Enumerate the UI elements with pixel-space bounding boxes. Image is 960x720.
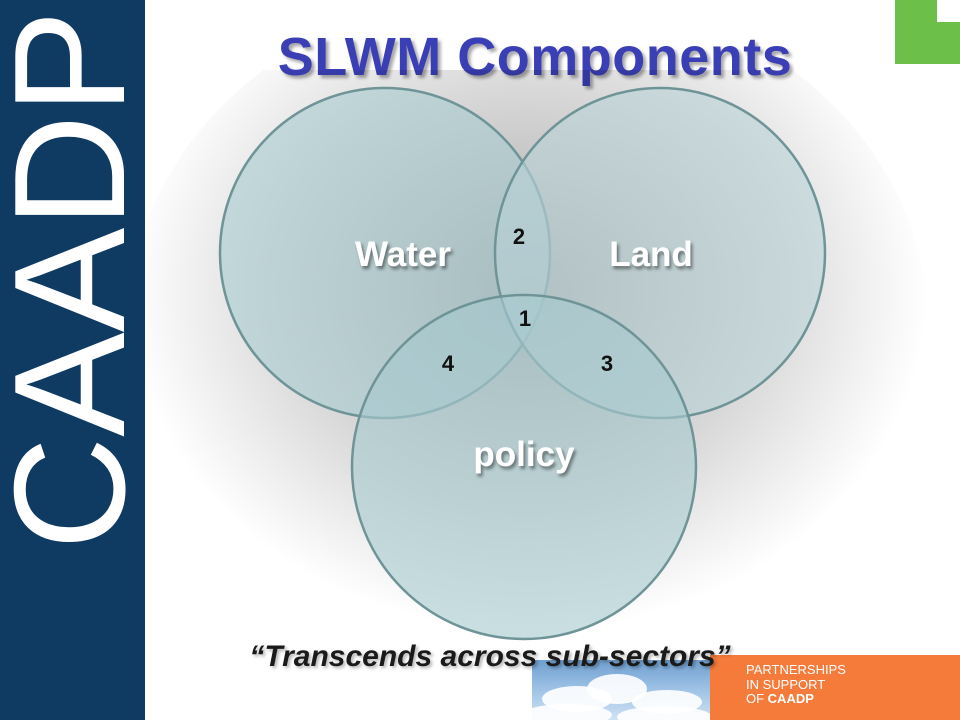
partnership-badge: PARTNERSHIPS IN SUPPORT OF CAADP (710, 655, 960, 720)
cloud-shape (532, 704, 612, 720)
partnership-line-3-prefix: OF (746, 691, 768, 706)
region-label-land-policy: 3 (601, 351, 613, 376)
venn-diagram: Water Land policy 2 1 4 3 (145, 70, 925, 650)
partnership-line-1: PARTNERSHIPS (746, 662, 846, 677)
caadp-logo-text: CAADP (0, 10, 145, 550)
policy-circle (350, 293, 698, 641)
tagline: “Transcends across sub-sectors” (249, 640, 731, 673)
partnership-text: PARTNERSHIPS IN SUPPORT OF CAADP (746, 662, 846, 707)
region-label-water-land: 2 (513, 224, 525, 249)
cloud-shape (617, 706, 710, 720)
water-label: Water (355, 235, 451, 274)
sidebar: CAADP (0, 0, 145, 720)
land-label: Land (609, 235, 693, 274)
region-label-center: 1 (519, 306, 531, 331)
partnership-line-2: IN SUPPORT (746, 676, 826, 692)
sky-photo (532, 660, 710, 720)
region-label-water-policy: 4 (442, 351, 455, 376)
partnership-line-3: OF CAADP (746, 691, 846, 707)
policy-label: policy (473, 435, 575, 474)
corner-accent-notch (937, 0, 960, 22)
partnership-brand: CAADP (767, 691, 814, 706)
caadp-logo: CAADP (0, 10, 145, 550)
